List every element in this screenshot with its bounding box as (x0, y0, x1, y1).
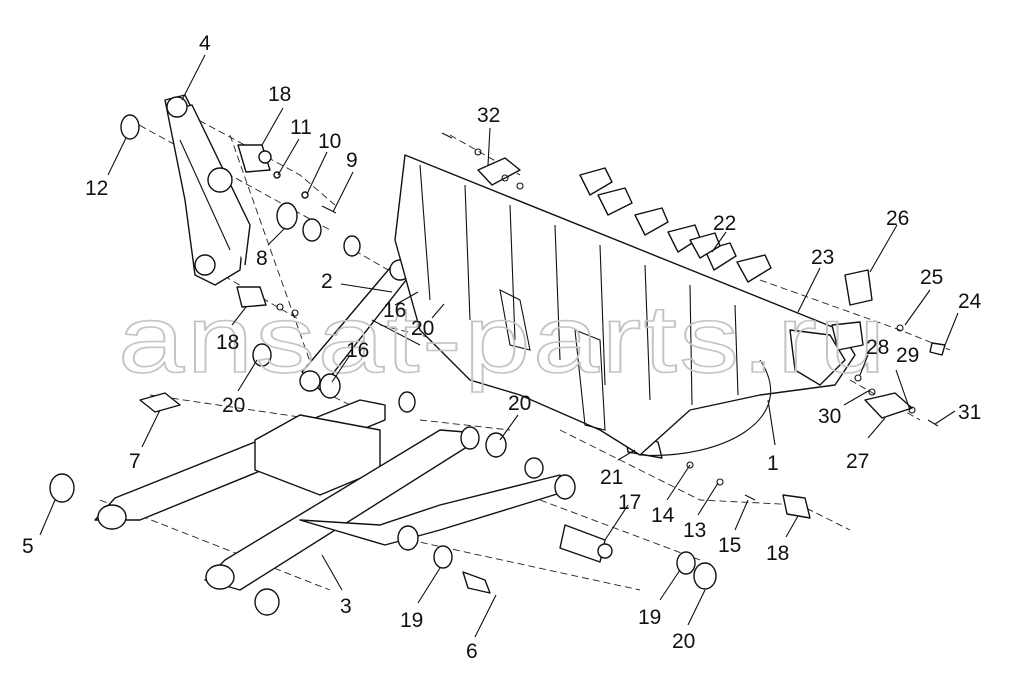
callout-19b: 19 (638, 606, 661, 629)
callout-14: 14 (651, 504, 675, 527)
callout-31: 31 (958, 401, 981, 424)
callout-7: 7 (129, 450, 141, 473)
callout-21: 21 (600, 466, 623, 489)
callout-26: 26 (886, 207, 909, 230)
callout-20b: 20 (222, 394, 245, 417)
callout-20a: 20 (411, 317, 434, 340)
leader-lines (39, 54, 959, 638)
callout-20d: 20 (672, 630, 695, 653)
callout-18c: 18 (766, 542, 789, 565)
callout-3: 3 (340, 595, 352, 618)
callout-15: 15 (718, 534, 741, 557)
callout-28: 28 (866, 336, 889, 359)
callout-18b: 18 (216, 331, 239, 354)
callout-labels: 1 2 3 4 5 6 7 8 9 10 11 12 13 14 15 16 1… (22, 32, 982, 663)
callout-6: 6 (466, 640, 478, 663)
assembly-drawing (49, 94, 951, 616)
callout-2: 2 (321, 270, 333, 293)
callout-20c: 20 (508, 392, 531, 415)
callout-4: 4 (199, 32, 211, 55)
callout-16b: 16 (346, 339, 369, 362)
callout-19a: 19 (400, 609, 423, 632)
callout-23: 23 (811, 246, 834, 269)
callout-10: 10 (318, 130, 341, 153)
callout-32: 32 (477, 104, 500, 127)
callout-17: 17 (618, 491, 641, 514)
callout-16a: 16 (383, 299, 406, 322)
callout-18a: 18 (268, 83, 291, 106)
callout-25: 25 (920, 266, 943, 289)
callout-22: 22 (713, 212, 736, 235)
callout-13: 13 (683, 519, 706, 542)
callout-29: 29 (896, 344, 919, 367)
callout-12: 12 (85, 177, 108, 200)
callout-30: 30 (818, 405, 841, 428)
callout-27: 27 (846, 450, 869, 473)
callout-1: 1 (767, 452, 779, 475)
callout-9: 9 (346, 149, 358, 172)
callout-5: 5 (22, 535, 34, 558)
callout-8: 8 (256, 247, 268, 270)
watermark-text: ansat-parts.ru (118, 286, 888, 393)
callout-11: 11 (290, 116, 312, 139)
callout-24: 24 (958, 290, 982, 313)
